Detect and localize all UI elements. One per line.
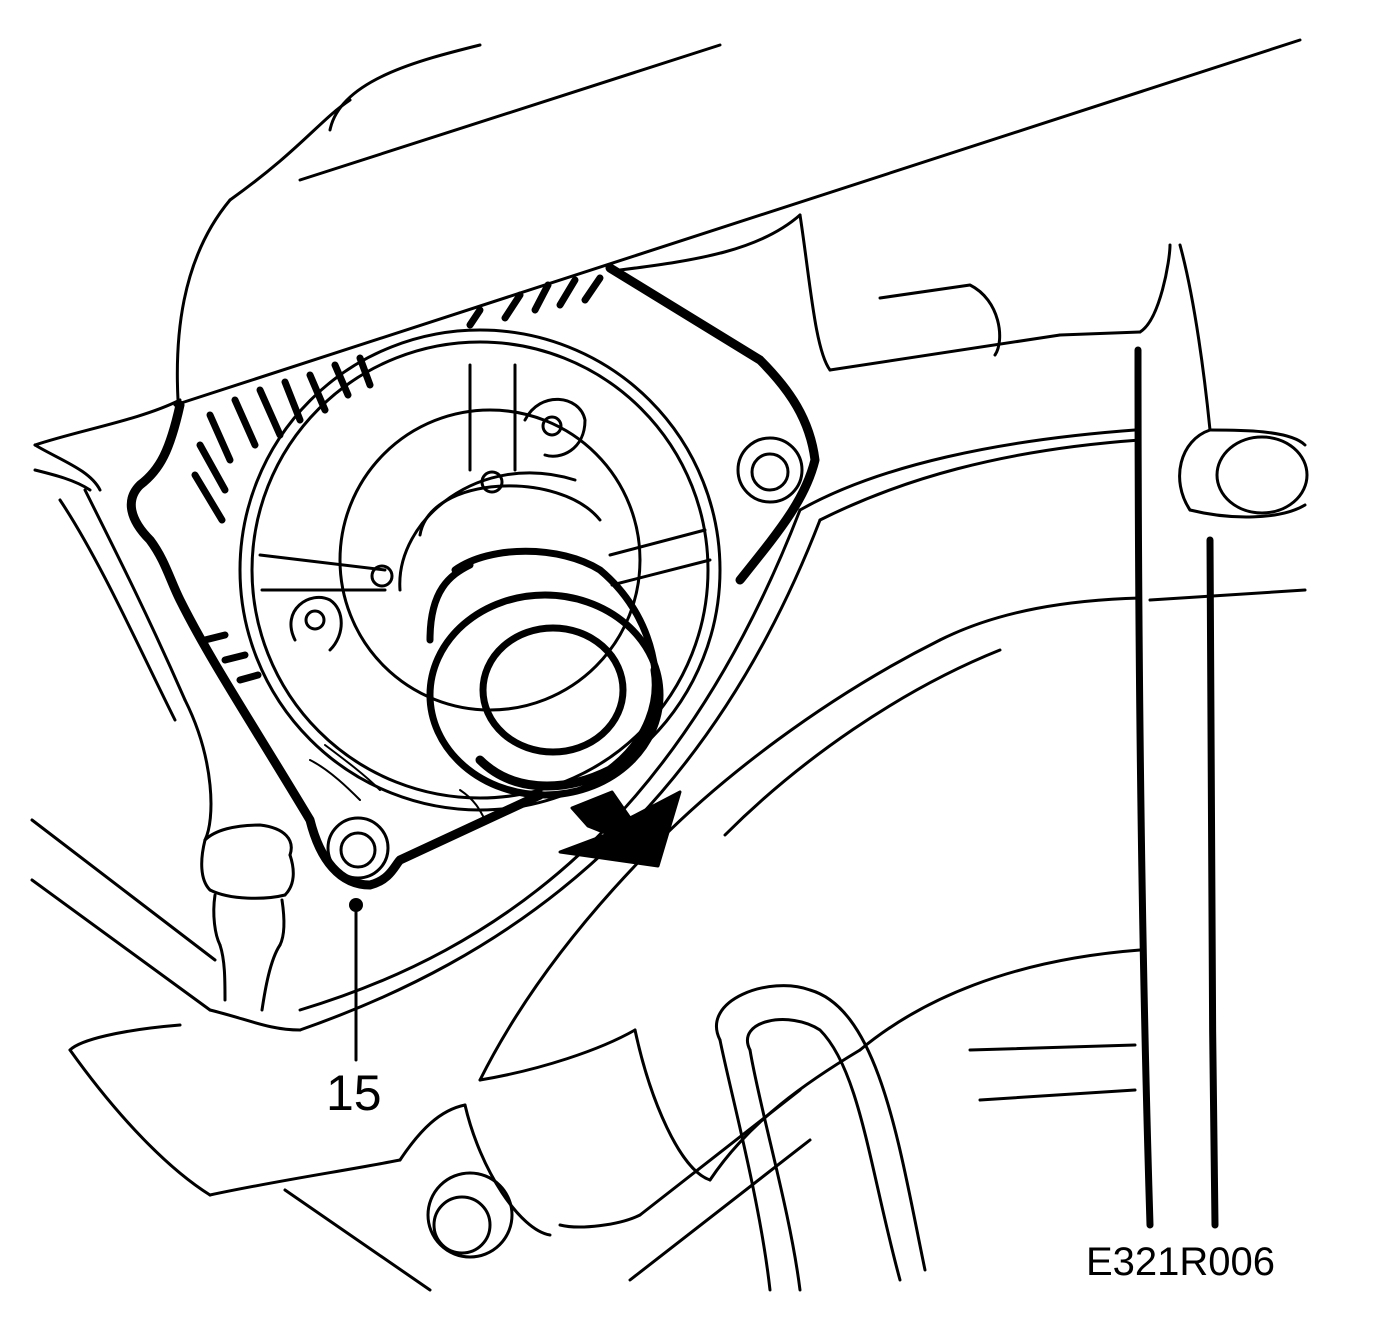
upper-housing — [33, 38, 1302, 492]
arrow-down-right-icon — [558, 790, 682, 868]
callout-label-15: 15 — [326, 1065, 382, 1121]
alternator — [126, 263, 820, 890]
figure-code: E321R006 — [1086, 1240, 1276, 1284]
callout-leader — [349, 898, 363, 1062]
pulley-shaft — [398, 471, 664, 799]
mounting-flange — [30, 428, 1142, 1032]
hose-fitting — [200, 823, 295, 1012]
lower-bracket — [68, 596, 1142, 1292]
vertical-pipes — [1134, 346, 1309, 1229]
